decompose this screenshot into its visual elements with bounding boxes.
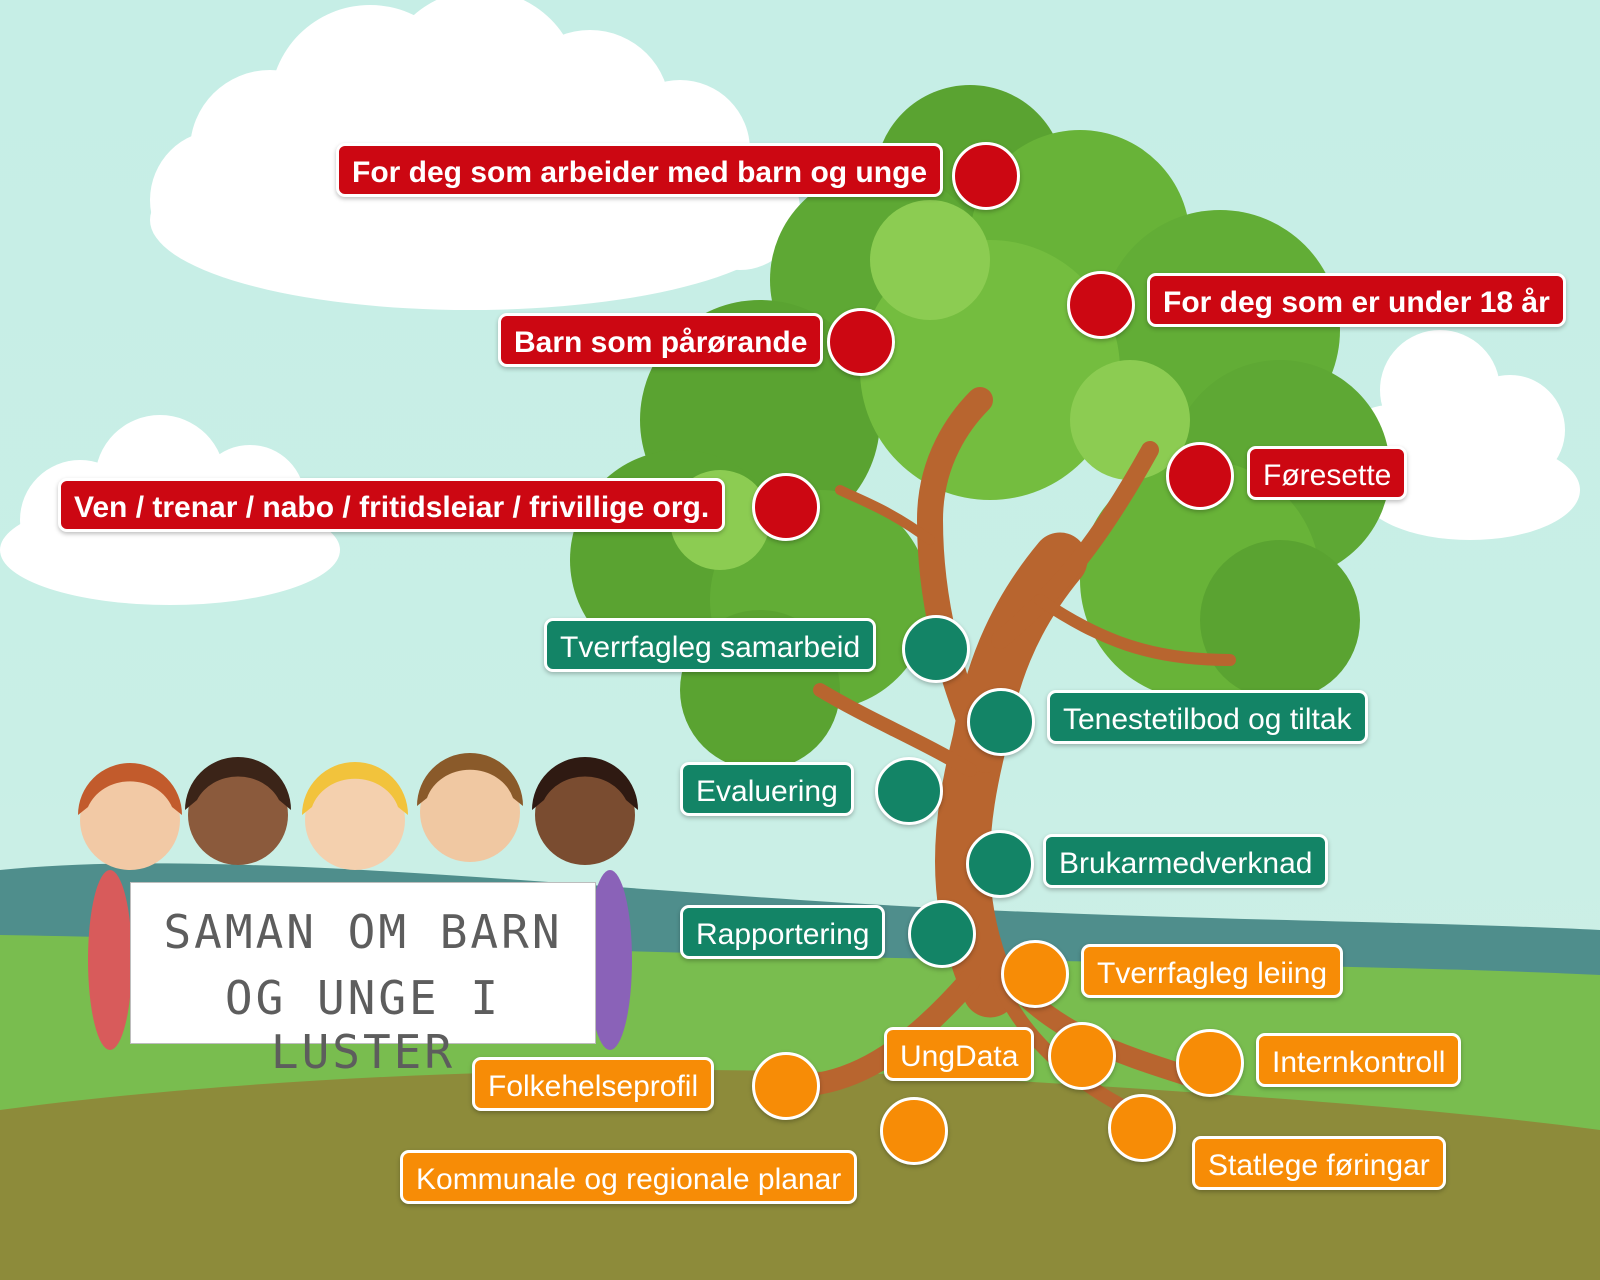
foundation-public-health-node[interactable]: [752, 1052, 820, 1120]
audience-under18-node[interactable]: [1067, 271, 1135, 339]
foundation-national-guidelines-label[interactable]: Statlege føringar: [1192, 1136, 1446, 1190]
process-services-label[interactable]: Tenestetilbod og tiltak: [1047, 690, 1368, 744]
foundation-national-guidelines-node[interactable]: [1108, 1094, 1176, 1162]
process-services-node[interactable]: [967, 688, 1035, 756]
process-interdisciplinary-label[interactable]: Tverrfagleg samarbeid: [544, 618, 877, 672]
audience-guardians-label[interactable]: Føresette: [1247, 446, 1408, 500]
audience-workers-node[interactable]: [952, 142, 1020, 210]
process-reporting-node[interactable]: [908, 900, 976, 968]
foundation-leadership-label[interactable]: Tverrfagleg leiing: [1081, 944, 1344, 998]
audience-guardians-node[interactable]: [1166, 442, 1234, 510]
title-line-2: OG UNGE I LUSTER: [224, 971, 502, 1079]
title-line-1: SAMAN OM BARN: [163, 905, 563, 959]
children-illustration: [78, 753, 638, 1050]
process-reporting-label[interactable]: Rapportering: [680, 905, 886, 959]
process-evaluation-label[interactable]: Evaluering: [680, 762, 854, 816]
audience-community-label[interactable]: Ven / trenar / nabo / fritidsleiar / fri…: [58, 478, 726, 532]
audience-community-node[interactable]: [752, 473, 820, 541]
process-evaluation-node[interactable]: [875, 757, 943, 825]
title-sign: SAMAN OM BARN OG UNGE I LUSTER: [130, 882, 596, 1079]
foundation-ungdata-node[interactable]: [1048, 1022, 1116, 1090]
foundation-plans-label[interactable]: Kommunale og regionale planar: [400, 1150, 858, 1204]
audience-workers-label[interactable]: For deg som arbeider med barn og unge: [336, 143, 944, 197]
foundation-plans-node[interactable]: [880, 1097, 948, 1165]
audience-relatives-label[interactable]: Barn som pårørande: [498, 313, 824, 367]
audience-under18-label[interactable]: For deg som er under 18 år: [1147, 273, 1566, 327]
foundation-public-health-label[interactable]: Folkehelseprofil: [472, 1057, 715, 1111]
audience-relatives-node[interactable]: [827, 308, 895, 376]
process-interdisciplinary-node[interactable]: [902, 615, 970, 683]
process-user-participation-label[interactable]: Brukarmedverknad: [1043, 834, 1329, 888]
foundation-internal-control-label[interactable]: Internkontroll: [1256, 1033, 1462, 1087]
foundation-ungdata-label[interactable]: UngData: [884, 1027, 1035, 1081]
foundation-internal-control-node[interactable]: [1176, 1029, 1244, 1097]
foundation-leadership-node[interactable]: [1001, 940, 1069, 1008]
process-user-participation-node[interactable]: [966, 830, 1034, 898]
